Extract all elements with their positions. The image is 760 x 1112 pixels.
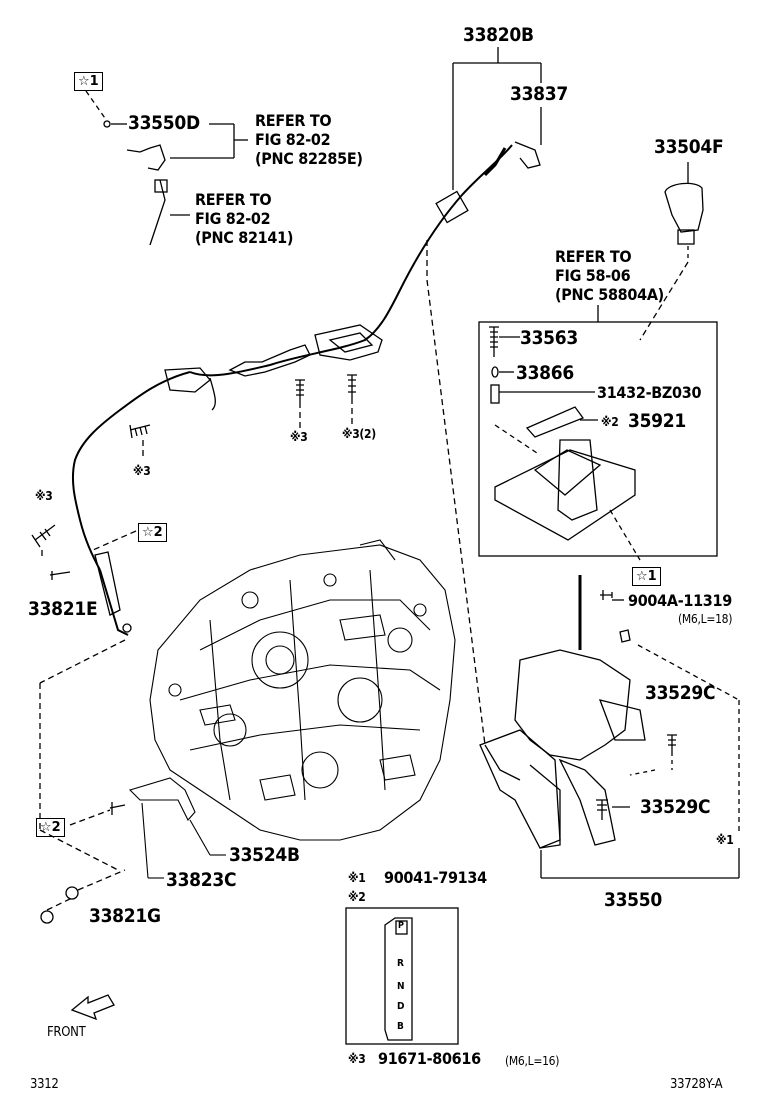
ast1-mark: ※1 — [716, 833, 734, 847]
note2-mark: ※2 — [348, 890, 366, 904]
ast3-mark-b: ※3 — [133, 464, 151, 478]
note3-part: 91671-80616 — [378, 1049, 481, 1068]
part-33504f: 33504F — [654, 136, 724, 158]
ast3-mark-c: ※3 — [35, 489, 53, 503]
part-33823c: 33823C — [166, 869, 237, 891]
star2-tag-low: ☆2 — [36, 818, 65, 837]
plate-letter-n: N — [397, 981, 405, 992]
bolts — [31, 374, 677, 924]
note1-mark: ※1 — [348, 871, 366, 885]
ref3-line1: REFER TO — [555, 247, 632, 266]
shift-plate-box — [345, 907, 459, 1045]
transaxle-housing — [128, 539, 456, 879]
dashed-leaders — [39, 240, 486, 911]
note3-spec: (M6,L=16) — [505, 1054, 560, 1068]
cable-bracket — [228, 324, 383, 377]
plate-letter-b: B — [397, 1021, 404, 1032]
ast3-mark-a: ※3 — [290, 430, 308, 444]
ast2-mark: ※2 — [601, 415, 619, 429]
sensor-parts — [85, 90, 248, 246]
star1-tag-right: ☆1 — [632, 567, 661, 586]
part-33550d: 33550D — [128, 112, 200, 134]
ref1-line3: (PNC 82285E) — [255, 149, 363, 168]
shift-knob — [639, 162, 704, 341]
star1-tag-top: ☆1 — [74, 72, 103, 91]
part-33524b: 33524B — [229, 844, 300, 866]
part-33821g: 33821G — [89, 905, 161, 927]
footer-left: 3312 — [30, 1077, 59, 1092]
footer-right: 33728Y-A — [670, 1077, 723, 1092]
part-33820b: 33820B — [463, 24, 534, 46]
plate-letter-r: R — [397, 958, 404, 969]
part-33563: 33563 — [520, 327, 578, 349]
ref3-line2: FIG 58-06 — [555, 266, 631, 285]
part-33529c-lower: 33529C — [640, 796, 711, 818]
star2-tag-mid: ☆2 — [138, 523, 167, 542]
plate-letter-d: D — [397, 1001, 405, 1012]
bracket-33820b — [452, 47, 542, 190]
note3-mark: ※3 — [348, 1052, 366, 1066]
part-33837: 33837 — [510, 83, 568, 105]
front-arrow-icon — [70, 994, 115, 1021]
ref3-line3: (PNC 58804A) — [555, 285, 664, 304]
ast3-2-mark: ※3(2) — [342, 427, 376, 441]
ref1-line2: FIG 82-02 — [255, 130, 331, 149]
ref2-line3: (PNC 82141) — [195, 228, 294, 247]
indicator-box — [478, 305, 718, 561]
part-31432-bz030: 31432-BZ030 — [597, 383, 702, 402]
plate-letter-p: P — [398, 921, 404, 931]
part-9004a-11319: 9004A-11319 — [628, 591, 732, 610]
ref2-line1: REFER TO — [195, 190, 272, 209]
part-9004a-spec: (M6,L=18) — [678, 612, 733, 626]
part-33529c-upper: 33529C — [645, 682, 716, 704]
ref1-line1: REFER TO — [255, 111, 332, 130]
part-33550: 33550 — [604, 889, 662, 911]
note1-part: 90041-79134 — [384, 868, 487, 887]
part-35921: 35921 — [628, 410, 686, 432]
part-33866: 33866 — [516, 362, 574, 384]
part-33821e: 33821E — [28, 598, 98, 620]
shift-lever-assembly — [479, 575, 740, 879]
front-label: FRONT — [47, 1025, 86, 1040]
shift-cable — [71, 141, 541, 636]
ref2-line2: FIG 82-02 — [195, 209, 271, 228]
